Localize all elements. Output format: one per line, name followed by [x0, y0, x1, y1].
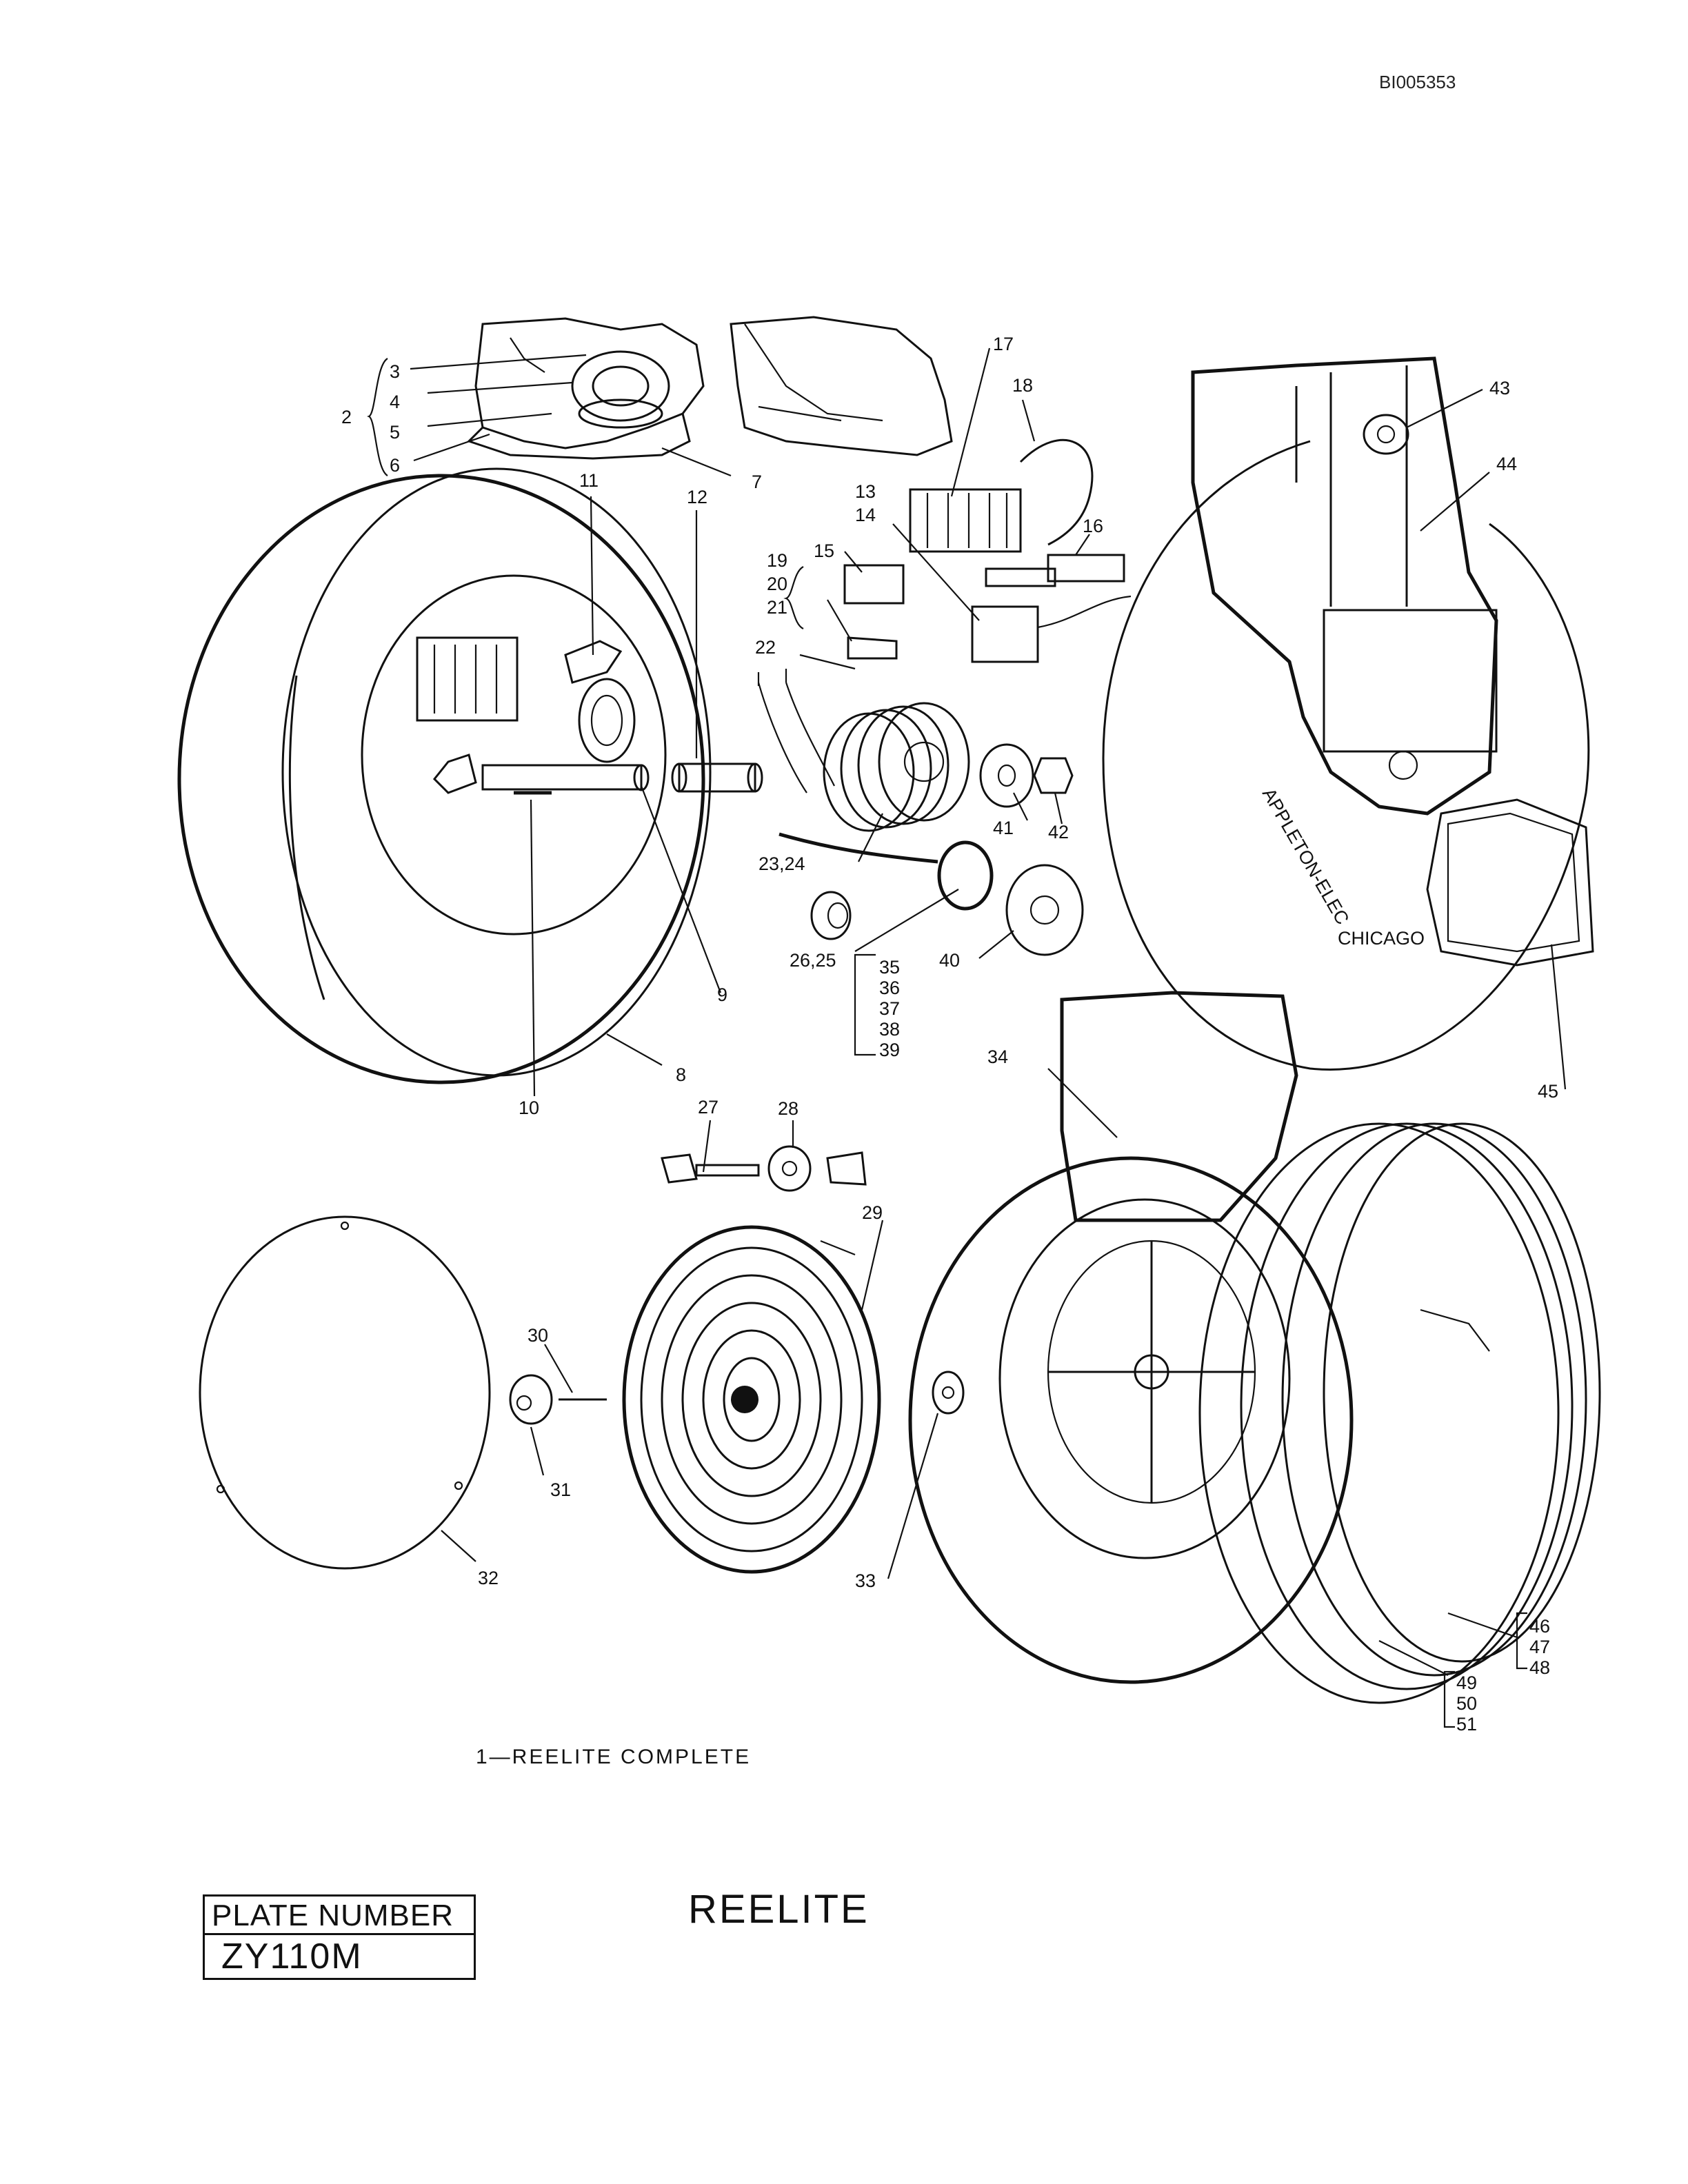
callout-27: 27: [698, 1097, 719, 1118]
callout-45: 45: [1538, 1081, 1558, 1102]
callout-10: 10: [519, 1098, 539, 1118]
lower-reel-assembly: [908, 991, 1601, 1704]
callout-42: 42: [1048, 822, 1069, 842]
callout-33: 33: [855, 1570, 876, 1591]
callout-20: 20: [767, 574, 787, 594]
callout-39: 39: [879, 1040, 900, 1060]
leader-lines: [367, 347, 1567, 1728]
housing-city-text: CHICAGO: [1338, 928, 1425, 949]
callout-2: 2: [341, 407, 352, 427]
reel-drum: [177, 467, 763, 1084]
callout-43: 43: [1489, 378, 1510, 398]
callout-40: 40: [939, 950, 960, 971]
callout-38: 38: [879, 1019, 900, 1040]
callout-34: 34: [987, 1046, 1008, 1067]
callout-50: 50: [1456, 1693, 1477, 1714]
callout-31: 31: [550, 1479, 571, 1500]
callout-36: 36: [879, 978, 900, 998]
power-spring: [622, 1225, 881, 1574]
collector-assembly: [757, 438, 1132, 956]
callout-49: 49: [1456, 1672, 1477, 1693]
callout-labels: 3 4 2 5 6 7 11 12 9 8 10 17 18 13 14 16 …: [341, 334, 1558, 1735]
callout-47: 47: [1529, 1637, 1550, 1657]
callout-14: 14: [855, 505, 876, 525]
callout-9: 9: [717, 984, 727, 1005]
callout-29: 29: [862, 1202, 883, 1223]
callout-48: 48: [1529, 1657, 1550, 1678]
callout-26-25: 26,25: [790, 950, 836, 971]
plate-number-label: PLATE NUMBER: [205, 1897, 474, 1935]
callout-23-24: 23,24: [758, 853, 805, 874]
spring-anchor: [509, 1374, 607, 1425]
plate-number-box: PLATE NUMBER ZY110M: [203, 1894, 476, 1980]
reel-housing: APPLETON-ELEC CHICAGO: [1102, 356, 1594, 1071]
callout-37: 37: [879, 998, 900, 1019]
drawing-title: REELITE: [688, 1887, 870, 1932]
callout-44: 44: [1496, 454, 1517, 474]
callout-15: 15: [814, 540, 834, 561]
callout-3: 3: [390, 361, 400, 382]
callout-35: 35: [879, 957, 900, 978]
callout-41: 41: [993, 818, 1014, 838]
document-id: BI005353: [1379, 72, 1456, 92]
callout-18: 18: [1012, 375, 1033, 396]
callout-17: 17: [993, 334, 1014, 354]
callout-16: 16: [1083, 516, 1103, 536]
callout-32: 32: [478, 1568, 499, 1588]
shaft-and-bushing: [661, 1145, 867, 1192]
hub-nut: [932, 1371, 965, 1415]
callout-21: 21: [767, 597, 787, 618]
callout-46: 46: [1529, 1616, 1550, 1637]
callout-11: 11: [579, 470, 599, 491]
assembly-caption: 1—REELITE COMPLETE: [476, 1746, 752, 1768]
callout-7: 7: [752, 472, 762, 492]
callout-30: 30: [528, 1325, 548, 1346]
callout-5: 5: [390, 422, 400, 443]
callout-13: 13: [855, 481, 876, 502]
swivel-mount-assembly: [467, 317, 705, 460]
plate-number-value: ZY110M: [221, 1937, 363, 1976]
upper-mount-bracket: [730, 316, 953, 456]
callout-28: 28: [778, 1098, 798, 1119]
callout-12: 12: [687, 487, 707, 507]
callout-8: 8: [676, 1064, 686, 1085]
callout-51: 51: [1456, 1714, 1477, 1735]
callout-19: 19: [767, 550, 787, 571]
housing-brand-text: APPLETON-ELEC: [1258, 785, 1354, 928]
callout-4: 4: [390, 392, 400, 412]
spring-cover-plate: [199, 1215, 491, 1570]
callout-6: 6: [390, 455, 400, 476]
callout-22: 22: [755, 637, 776, 658]
